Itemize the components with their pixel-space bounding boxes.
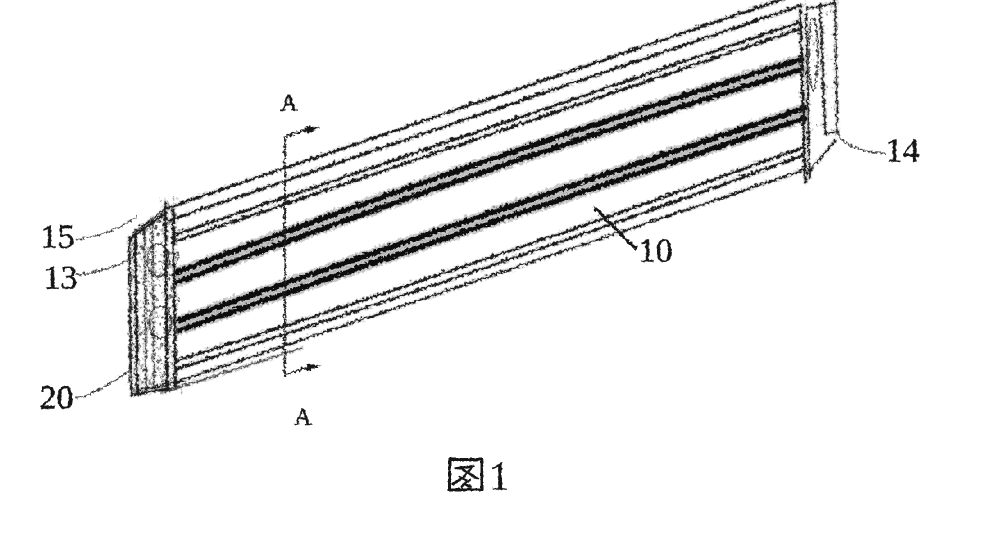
svg-text:13: 13 — [43, 259, 77, 296]
svg-text:A: A — [280, 90, 298, 116]
svg-text:A: A — [294, 404, 312, 430]
svg-text:1: 1 — [489, 453, 509, 498]
svg-text:10: 10 — [638, 232, 672, 269]
svg-text:15: 15 — [40, 218, 74, 255]
svg-text:14: 14 — [885, 132, 919, 169]
svg-text:20: 20 — [39, 379, 73, 416]
